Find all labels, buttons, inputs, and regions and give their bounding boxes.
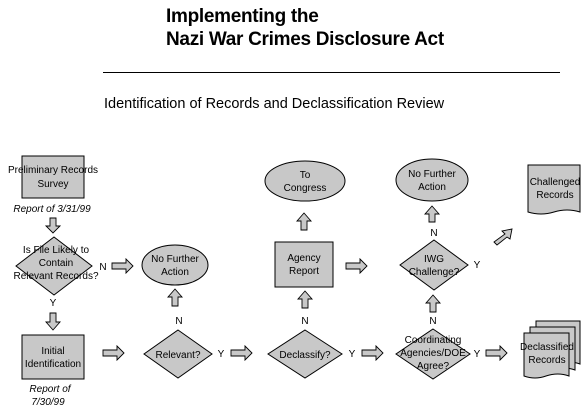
challenged-label-2: Records: [536, 190, 573, 201]
diagram-subtitle: Identification of Records and Declassifi…: [104, 96, 445, 112]
arrow-up-4: [424, 205, 440, 223]
label-yes-4: Y: [474, 260, 481, 271]
label-yes-1: Y: [50, 298, 57, 309]
arrow-right-2: [102, 344, 125, 362]
declassified-records-documents: Declassified Records: [520, 320, 581, 379]
congress-label-1: To: [300, 170, 311, 181]
agency-label-1: Agency: [287, 253, 320, 264]
prelim-label-1: Preliminary Records: [8, 165, 98, 176]
initial-label-1: Initial: [41, 346, 64, 357]
relevant-label: Relevant?: [155, 350, 200, 361]
label-no-1: N: [99, 262, 106, 273]
coordinating-agencies-decision: Coordinating Agencies/DOE Agree?: [395, 328, 471, 380]
report-date-2a: Report of: [29, 384, 71, 395]
title-line-2: Nazi War Crimes Disclosure Act: [166, 29, 444, 50]
agency-label-2: Report: [289, 266, 319, 277]
congress-label-2: Congress: [284, 183, 327, 194]
iwg-challenge-decision: IWG Challenge?: [399, 239, 469, 291]
challenged-label-1: Challenged: [530, 177, 581, 188]
label-yes-2: Y: [218, 349, 225, 360]
arrow-right-3: [230, 344, 253, 362]
nfa1-label-1: No Further: [151, 254, 199, 265]
likely-label-1: Is File Likely to: [23, 245, 90, 256]
report-date-2b: 7/30/99: [31, 397, 65, 408]
label-no-3: N: [301, 316, 308, 327]
arrow-right-6: [485, 344, 508, 362]
iwg-label-1: IWG: [424, 254, 444, 265]
arrow-up-2: [296, 212, 312, 231]
title-divider: [103, 72, 560, 73]
declassified-label-2: Records: [528, 355, 565, 366]
title-line-1: Implementing the: [166, 6, 319, 27]
to-congress-ellipse: To Congress: [264, 160, 346, 202]
label-yes-3: Y: [349, 349, 356, 360]
challenged-records-document: Challenged Records: [527, 164, 581, 215]
coord-label-3: Agree?: [417, 361, 450, 372]
agency-report-box: Agency Report: [274, 241, 334, 288]
declassify-decision: Declassify?: [267, 329, 343, 379]
relevant-decision: Relevant?: [143, 329, 213, 379]
nfa2-label-1: No Further: [408, 169, 456, 180]
arrow-up-3: [297, 290, 313, 309]
no-further-action-ellipse-1: No Further Action: [141, 244, 209, 286]
iwg-label-2: Challenge?: [409, 267, 460, 278]
declassify-label: Declassify?: [279, 350, 331, 361]
label-no-2: N: [175, 316, 182, 327]
arrow-diagonal: [493, 228, 513, 246]
arrow-down-2: [45, 312, 61, 331]
arrow-up-5: [425, 294, 441, 313]
arrow-up-1: [167, 288, 183, 307]
file-likely-decision: Is File Likely to Contain Relevant Recor…: [13, 236, 99, 296]
initial-identification-box: Initial Identification: [21, 334, 85, 380]
arrow-right-5: [345, 257, 368, 275]
arrow-down-1: [44, 217, 62, 234]
initial-label-2: Identification: [25, 359, 81, 370]
nfa2-label-2: Action: [418, 182, 446, 193]
coord-label-2: Agencies/DOE: [400, 348, 466, 359]
arrow-right-1: [111, 257, 134, 275]
preliminary-records-survey-box: Preliminary Records Survey: [8, 155, 98, 199]
label-no-4: N: [430, 228, 437, 239]
likely-label-3: Relevant Records?: [13, 271, 98, 282]
label-no-5: N: [429, 316, 436, 327]
declassified-label-1: Declassified: [520, 342, 574, 353]
coord-label-1: Coordinating: [405, 335, 462, 346]
prelim-label-2: Survey: [37, 179, 68, 190]
no-further-action-ellipse-2: No Further Action: [395, 158, 469, 202]
report-date-1: Report of 3/31/99: [13, 204, 91, 215]
nfa1-label-2: Action: [161, 267, 189, 278]
arrow-right-4: [361, 344, 384, 362]
label-yes-5: Y: [474, 349, 481, 360]
likely-label-2: Contain: [39, 258, 73, 269]
